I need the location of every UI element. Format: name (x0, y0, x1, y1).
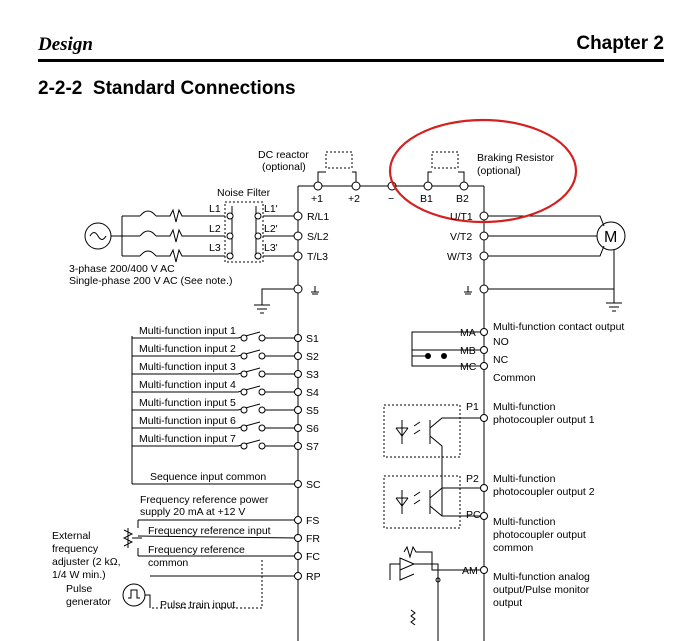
motor-label: M (604, 229, 617, 246)
terminal-s3: S3 (306, 369, 319, 381)
terminal-s2: S2 (306, 351, 319, 363)
terminal-fc: FC (306, 551, 320, 563)
multi-input-1-label: Multi-function input 1 (139, 325, 236, 337)
pc-label-1: Multi-function (493, 516, 556, 528)
multi-input-3-label: Multi-function input 3 (139, 361, 236, 373)
ext-adjuster-4: 1/4 W min.) (52, 569, 106, 581)
multi-function-input-switches (131, 331, 298, 485)
terminal-s7: S7 (306, 441, 319, 453)
freq-common-label-2: common (148, 557, 188, 569)
filter-in-l3: L3 (209, 242, 221, 254)
noise-filter-box (224, 201, 264, 263)
filter-out-l3: L3' (264, 242, 278, 254)
freq-power-label-1: Frequency reference power (140, 494, 269, 506)
terminal-r-l1: R/L1 (307, 211, 329, 223)
filter-out-l1: L1' (264, 203, 278, 215)
p1-label-1: Multi-function (493, 401, 556, 413)
terminal-p1: P1 (466, 401, 479, 413)
section-title: 2-2-2 Standard Connections (38, 78, 296, 100)
filter-out-l2: L2' (264, 223, 278, 235)
terminal-fs: FS (306, 515, 319, 527)
terminal-am: AM (462, 565, 478, 577)
terminal-minus: − (388, 193, 394, 205)
supply-note-2: Single-phase 200 V AC (See note.) (69, 275, 232, 287)
multi-input-6-label: Multi-function input 6 (139, 415, 236, 427)
braking-resistor-highlight (388, 118, 578, 224)
terminal-plus2: +2 (348, 193, 360, 205)
dc-reactor-label: DC reactor (258, 149, 309, 161)
terminal-fr: FR (306, 533, 320, 545)
ext-adjuster-3: adjuster (2 kΩ, (52, 556, 121, 568)
pulse-train-label: Pulse train input (160, 599, 235, 611)
terminal-s6: S6 (306, 423, 319, 435)
ext-adjuster-1: External (52, 530, 91, 542)
contact-nc-label: NC (493, 354, 509, 366)
noise-filter-label: Noise Filter (217, 187, 271, 199)
chapter-heading-design: Design (38, 34, 93, 55)
terminal-s1: S1 (306, 333, 319, 345)
filter-in-l1: L1 (209, 203, 221, 215)
section-number: 2-2-2 (38, 78, 83, 99)
filter-in-l2: L2 (209, 223, 221, 235)
multi-input-2-label: Multi-function input 2 (139, 343, 236, 355)
photocoupler-2-box (383, 475, 461, 529)
braking-resistor-label: Braking Resistor (477, 152, 555, 164)
terminal-rp: RP (306, 571, 321, 583)
braking-resistor-optional: (optional) (477, 165, 521, 177)
dc-reactor-box (325, 151, 353, 169)
braking-resistor-box (431, 151, 459, 169)
p2-label-1: Multi-function (493, 473, 556, 485)
terminal-u-t1: U/T1 (450, 211, 473, 223)
terminal-t-l3: T/L3 (307, 251, 328, 263)
contact-common-label: Common (493, 372, 536, 384)
am-label-2: output/Pulse monitor (493, 584, 590, 596)
terminal-plus1: +1 (311, 193, 323, 205)
header-rule (38, 59, 664, 62)
terminal-s4: S4 (306, 387, 319, 399)
photocoupler-1-box (383, 404, 461, 458)
terminal-pc: PC (466, 509, 481, 521)
ext-adjuster-2: frequency (52, 543, 99, 555)
section-title-text: Standard Connections (92, 78, 296, 99)
am-label-1: Multi-function analog (493, 571, 590, 583)
terminal-mc: MC (460, 361, 477, 373)
terminal-b2: B2 (456, 193, 469, 205)
terminal-s5: S5 (306, 405, 319, 417)
freq-common-label-1: Frequency reference (148, 544, 245, 556)
terminal-v-t2: V/T2 (450, 231, 472, 243)
pulse-generator-label-2: generator (66, 596, 111, 608)
dc-reactor-optional: (optional) (262, 161, 306, 173)
contact-output-label: Multi-function contact output (493, 321, 624, 333)
p1-label-2: photocoupler output 1 (493, 414, 595, 426)
contact-no-label: NO (493, 336, 509, 348)
supply-note-1: 3-phase 200/400 V AC (69, 263, 175, 275)
sequence-common-label: Sequence input common (150, 471, 266, 483)
pc-label-2: photocoupler output (493, 529, 586, 541)
terminal-w-t3: W/T3 (447, 251, 472, 263)
terminal-p2: P2 (466, 473, 479, 485)
chapter-number: Chapter 2 (576, 33, 664, 54)
p2-label-2: photocoupler output 2 (493, 486, 595, 498)
am-label-3: output (493, 597, 522, 609)
terminal-b1: B1 (420, 193, 433, 205)
multi-input-5-label: Multi-function input 5 (139, 397, 236, 409)
terminal-s-l2: S/L2 (307, 231, 329, 243)
multi-input-7-label: Multi-function input 7 (139, 433, 236, 445)
freq-input-label: Frequency reference input (148, 525, 271, 537)
pulse-generator (122, 583, 146, 607)
pulse-generator-label-1: Pulse (66, 583, 92, 595)
terminal-ma: MA (460, 327, 476, 339)
terminal-mb: MB (460, 345, 476, 357)
terminal-sc: SC (306, 479, 321, 491)
freq-power-label-2: supply 20 mA at +12 V (140, 506, 245, 518)
multi-input-4-label: Multi-function input 4 (139, 379, 236, 391)
pc-label-3: common (493, 542, 533, 554)
